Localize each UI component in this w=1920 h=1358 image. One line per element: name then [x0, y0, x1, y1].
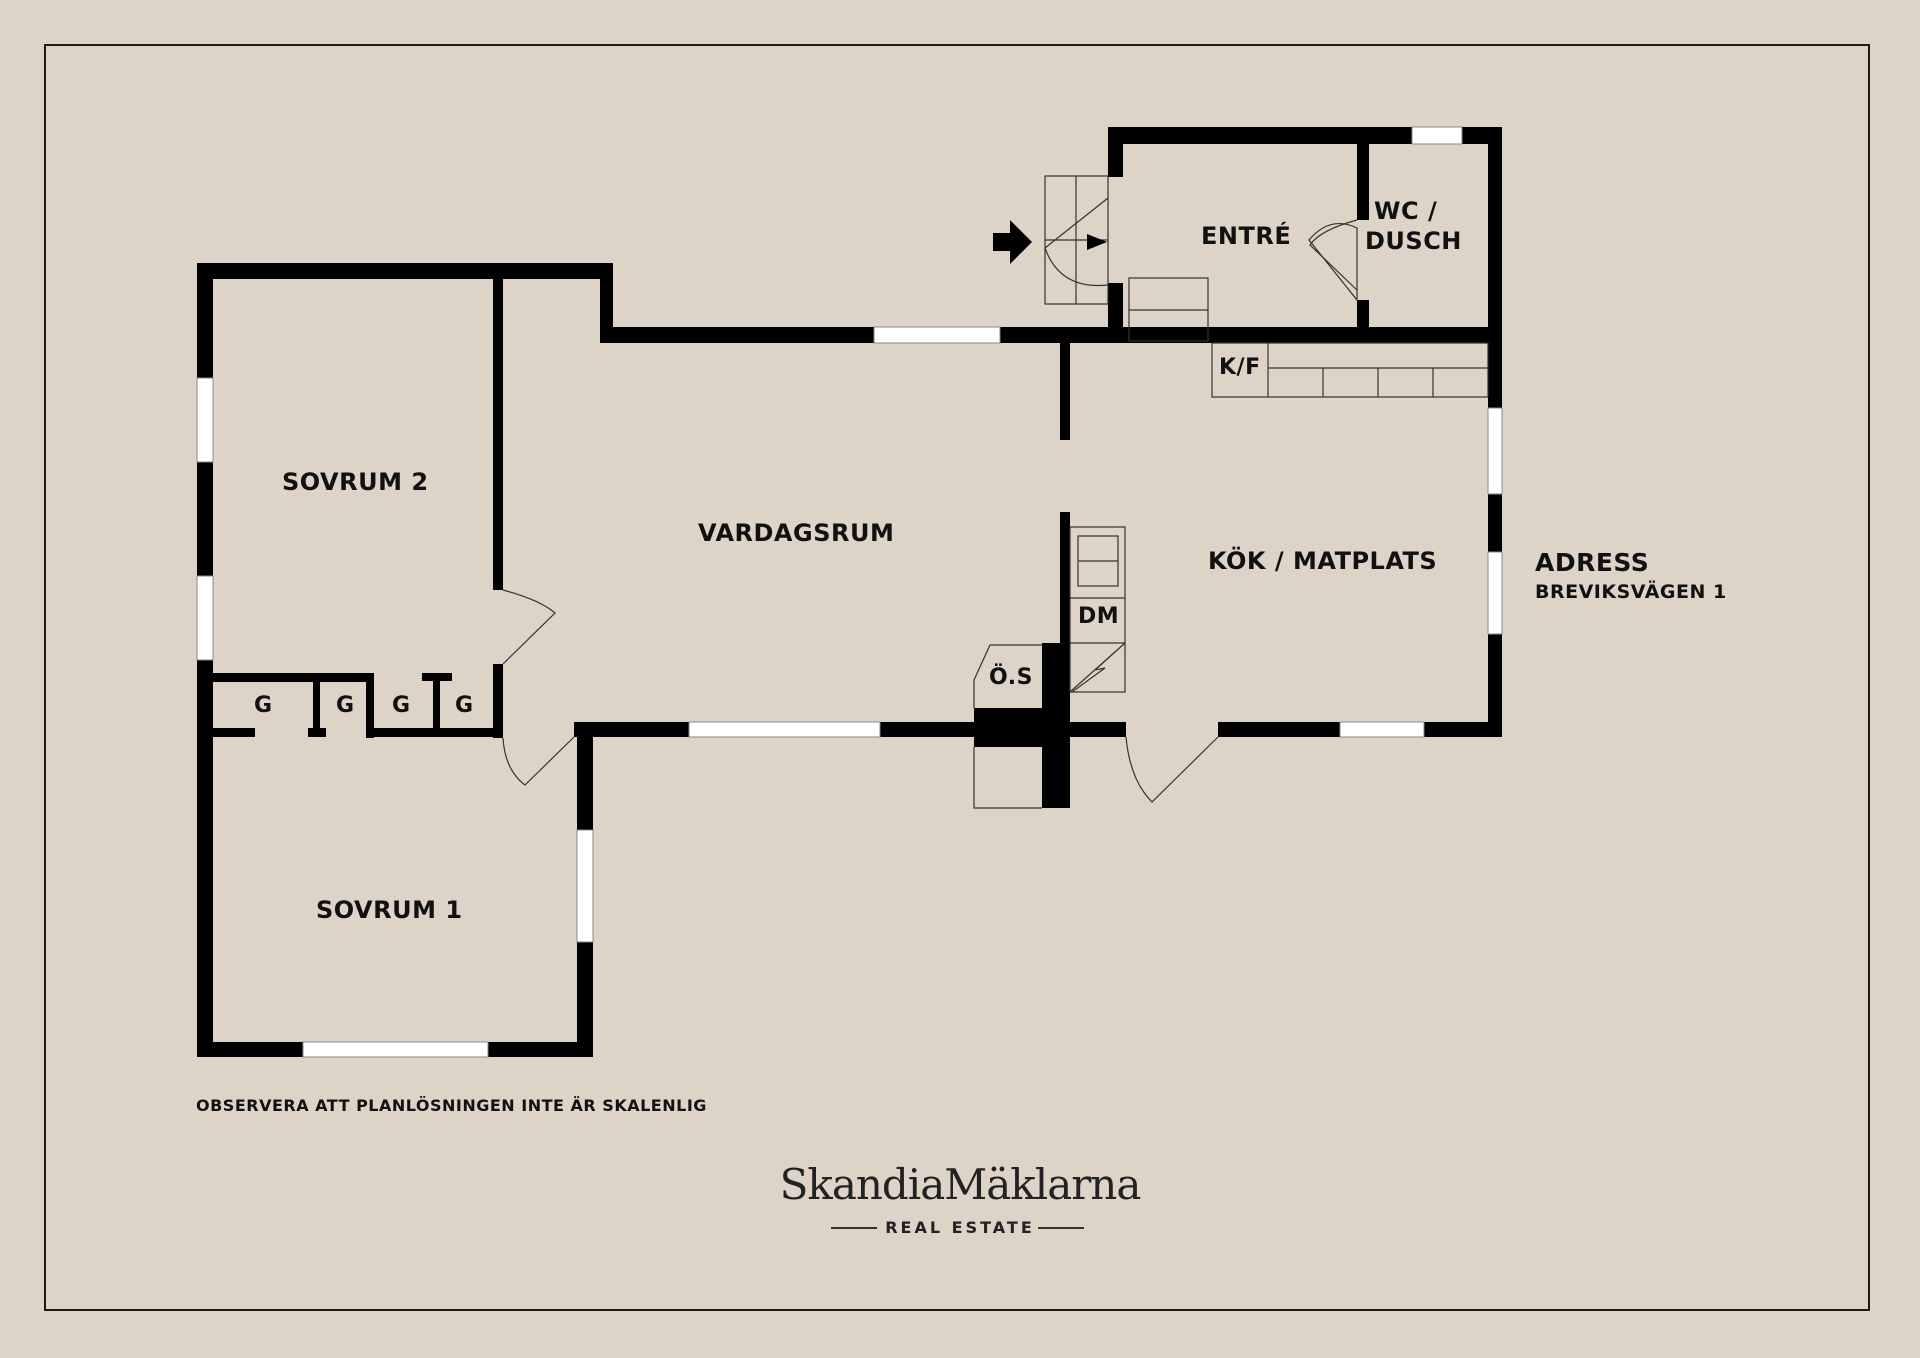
closet-label: G: [455, 693, 474, 718]
brand-logo: SkandiaMäklarna: [779, 1160, 1142, 1209]
room-label-dusch: DUSCH: [1365, 227, 1462, 255]
room-label-wc: WC /: [1374, 197, 1438, 225]
fixture-label-kf: K/F: [1219, 355, 1261, 380]
room-label-vardagsrum: VARDAGSRUM: [698, 519, 895, 547]
room-label-sovrum-1: SOVRUM 1: [316, 896, 463, 924]
room-label-kok-matplats: KÖK / MATPLATS: [1208, 547, 1438, 575]
address-title: ADRESS: [1535, 548, 1650, 577]
closet-label: G: [336, 693, 355, 718]
tagline-rule-left: [831, 1227, 877, 1229]
fixture-label-os: Ö.S: [989, 665, 1033, 690]
closet-label: G: [392, 693, 411, 718]
address-street: BREVIKSVÄGEN 1: [1535, 581, 1727, 603]
page-frame: [44, 44, 1870, 1311]
fixture-label-dm: DM: [1078, 604, 1120, 629]
closet-label: G: [254, 693, 273, 718]
room-label-sovrum-2: SOVRUM 2: [282, 468, 429, 496]
brand-tagline: REAL ESTATE: [885, 1218, 1035, 1237]
room-label-entre: ENTRÉ: [1201, 222, 1292, 250]
tagline-rule-right: [1038, 1227, 1084, 1229]
scale-disclaimer: OBSERVERA ATT PLANLÖSNINGEN INTE ÄR SKAL…: [196, 1096, 707, 1115]
